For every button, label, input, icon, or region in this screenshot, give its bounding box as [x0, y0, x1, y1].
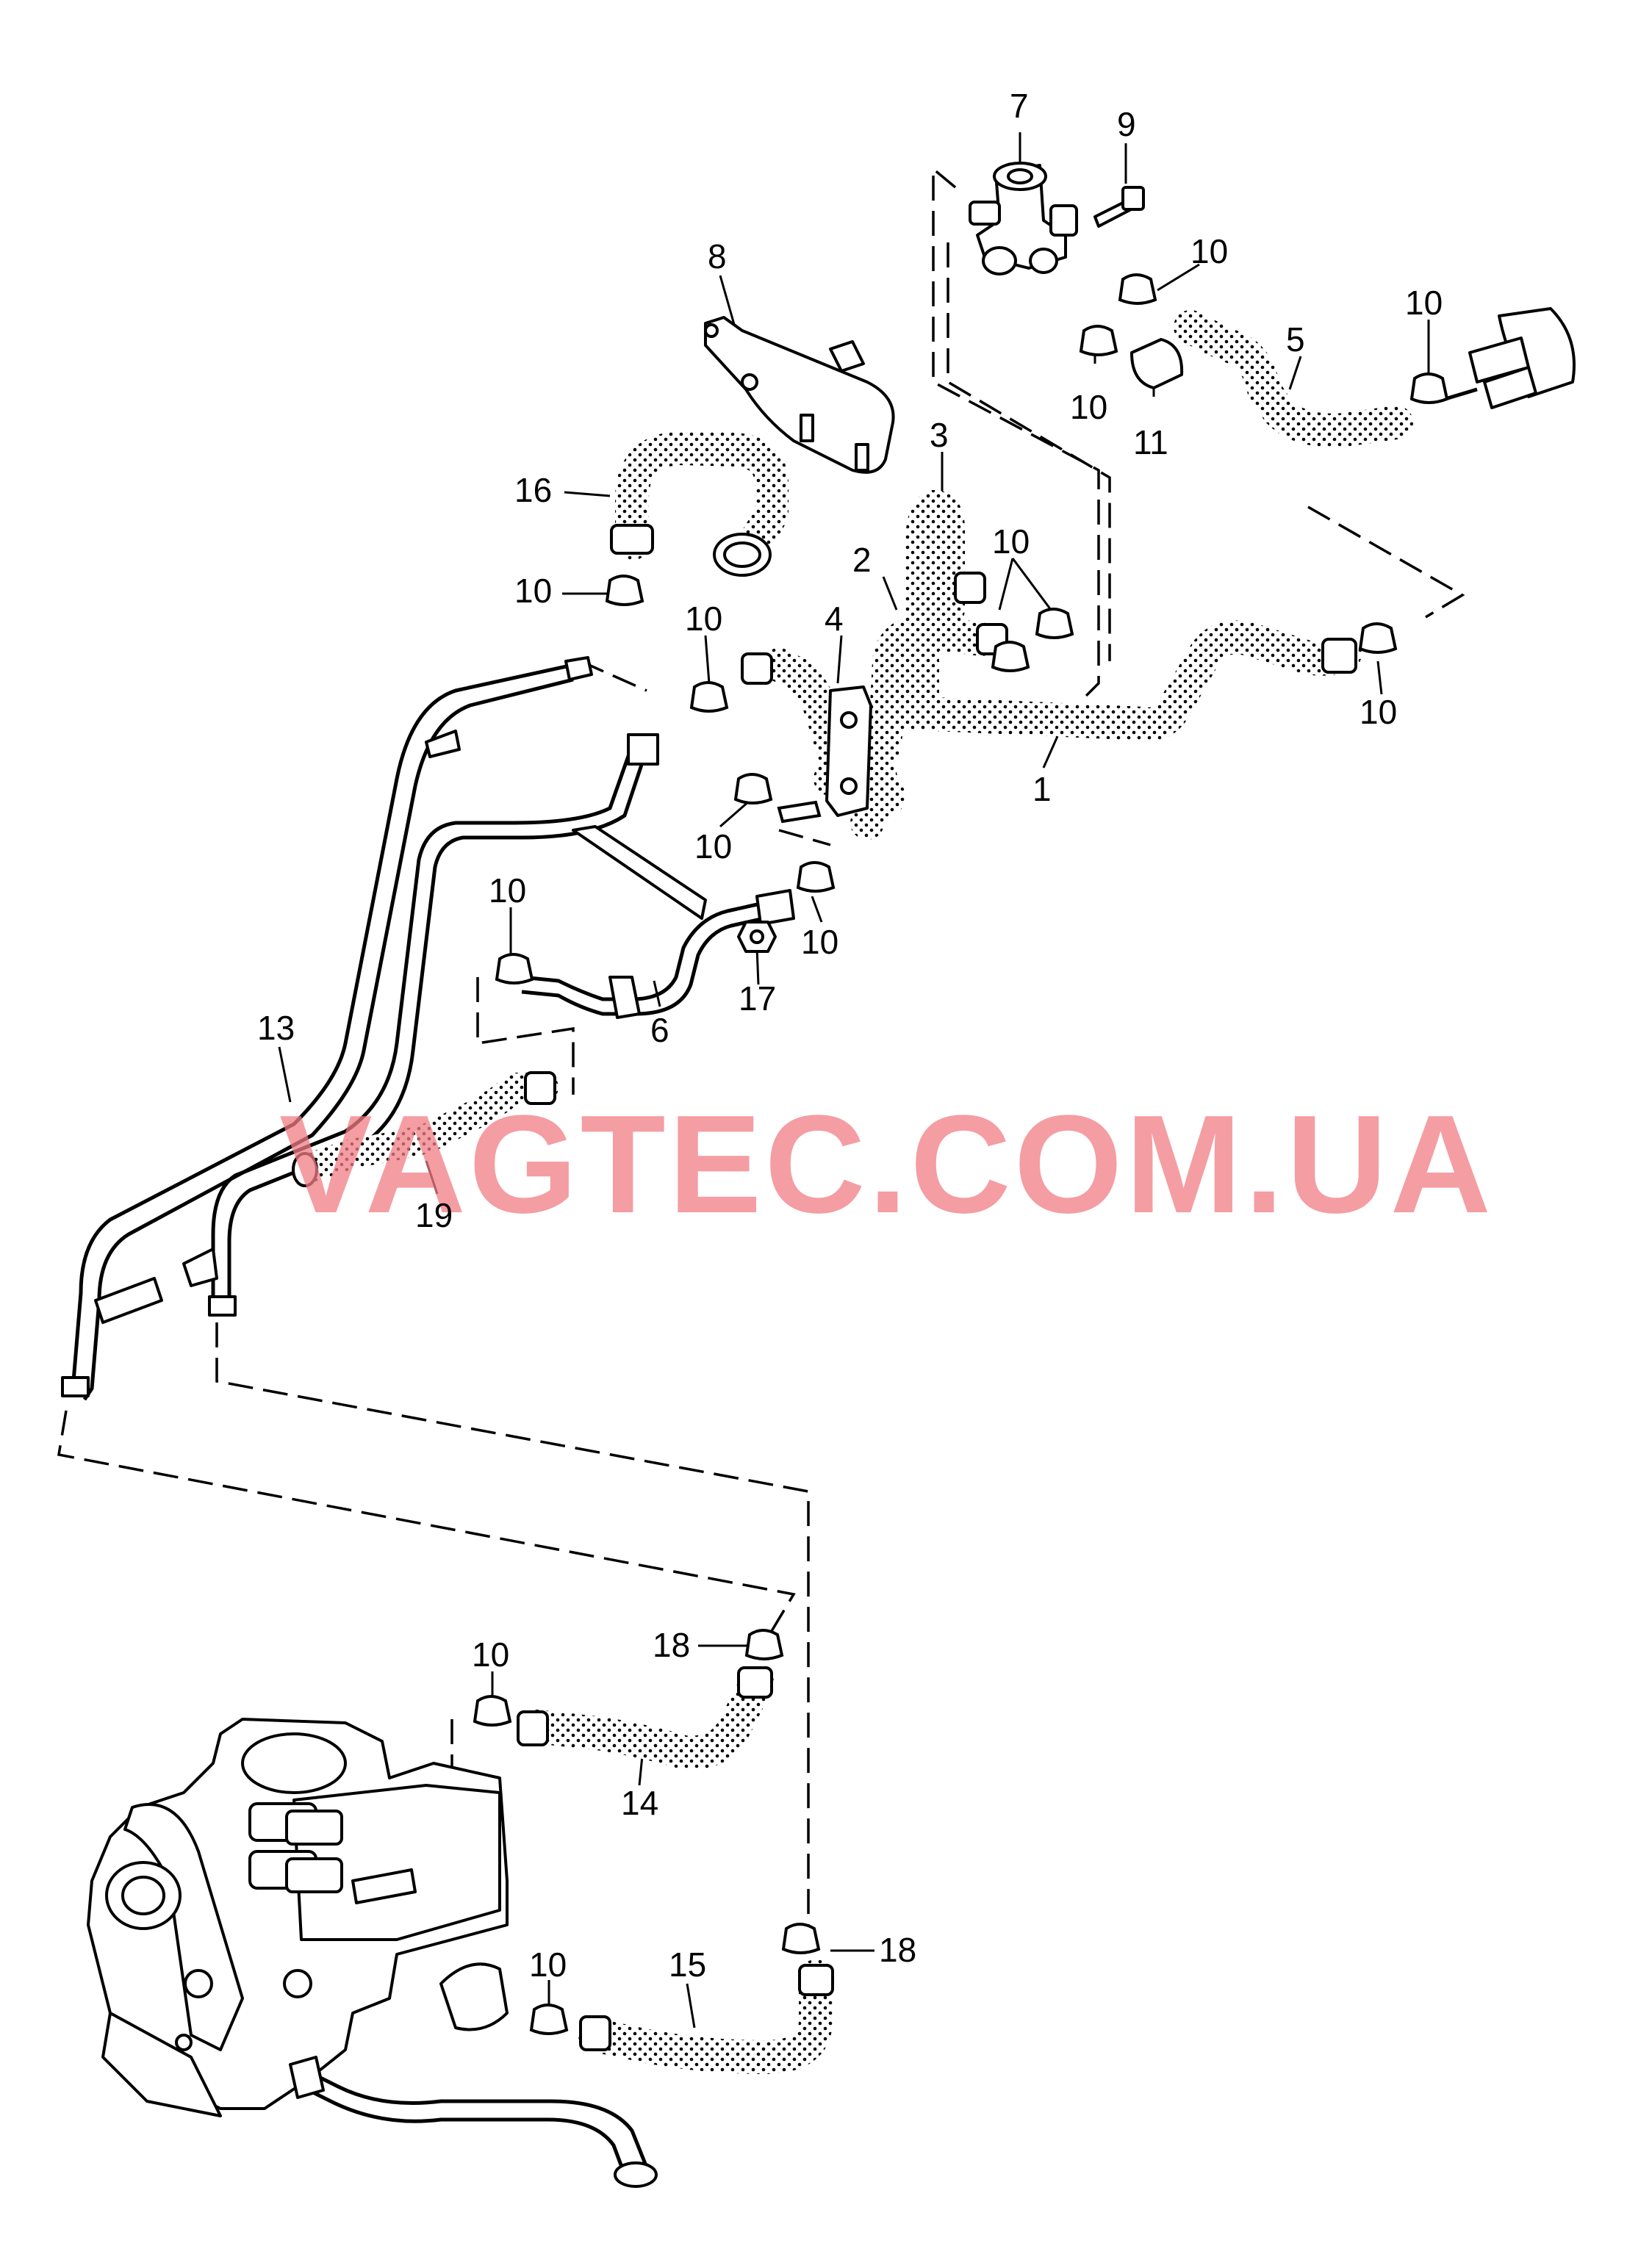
- callout-7: 7: [1010, 87, 1029, 125]
- callout-10: 10: [992, 522, 1030, 561]
- callout-10: 10: [801, 923, 838, 961]
- callout-14: 14: [621, 1784, 658, 1822]
- callout-10: 10: [1405, 284, 1443, 322]
- callout-4: 4: [825, 600, 844, 638]
- callout-1: 1: [1032, 770, 1052, 808]
- callout-10: 10: [1070, 388, 1107, 426]
- callout-10: 10: [489, 871, 526, 910]
- callout-15: 15: [669, 1945, 706, 1984]
- callout-10: 10: [694, 827, 732, 865]
- callout-10: 10: [472, 1635, 509, 1674]
- part-5-hose: [1174, 307, 1576, 447]
- callout-3: 3: [930, 416, 949, 454]
- callout-19: 19: [415, 1196, 453, 1234]
- part-11-sleeve: [1130, 338, 1184, 389]
- callout-13: 13: [257, 1009, 295, 1047]
- callout-10: 10: [685, 600, 722, 638]
- callout-10: 10: [514, 572, 552, 610]
- part-14-hose: [517, 1666, 774, 1770]
- callout-labels: 7 9 8 10 10 5 10 11 3 16 10 2 10 10 4 10…: [257, 87, 1443, 1984]
- part-6-tube: [521, 825, 795, 1019]
- part-15-hose: [578, 1959, 834, 2074]
- callout-8: 8: [708, 237, 727, 276]
- callout-9: 9: [1117, 105, 1136, 143]
- part-4-plate: [825, 685, 872, 817]
- callout-2: 2: [852, 541, 872, 579]
- part-16-hose: [610, 431, 789, 577]
- part-19-hose: [292, 1071, 559, 1187]
- callout-18: 18: [653, 1626, 690, 1664]
- callout-5: 5: [1286, 320, 1305, 359]
- part-7-valve: [969, 162, 1078, 276]
- part-8-bracket: [704, 316, 895, 474]
- part-9-bolt: [1093, 186, 1145, 228]
- part-13-coolant-pipes: [61, 656, 659, 1401]
- callout-10: 10: [529, 1945, 567, 1984]
- part-17-nut: [737, 921, 777, 953]
- callout-6: 6: [650, 1011, 669, 1049]
- hose-clamps: [473, 273, 1449, 2035]
- callout-10: 10: [1360, 693, 1397, 731]
- callout-11: 11: [1133, 423, 1168, 461]
- callout-18: 18: [879, 1931, 916, 1969]
- callout-16: 16: [514, 471, 552, 509]
- leader-lines: [278, 132, 1430, 2028]
- callout-10: 10: [1190, 232, 1228, 270]
- callout-17: 17: [739, 979, 776, 1018]
- watermark: VAGTEC.COM.UA: [279, 1087, 1494, 1242]
- heater-assembly: [87, 1718, 658, 2188]
- part-3-hose: [905, 490, 986, 722]
